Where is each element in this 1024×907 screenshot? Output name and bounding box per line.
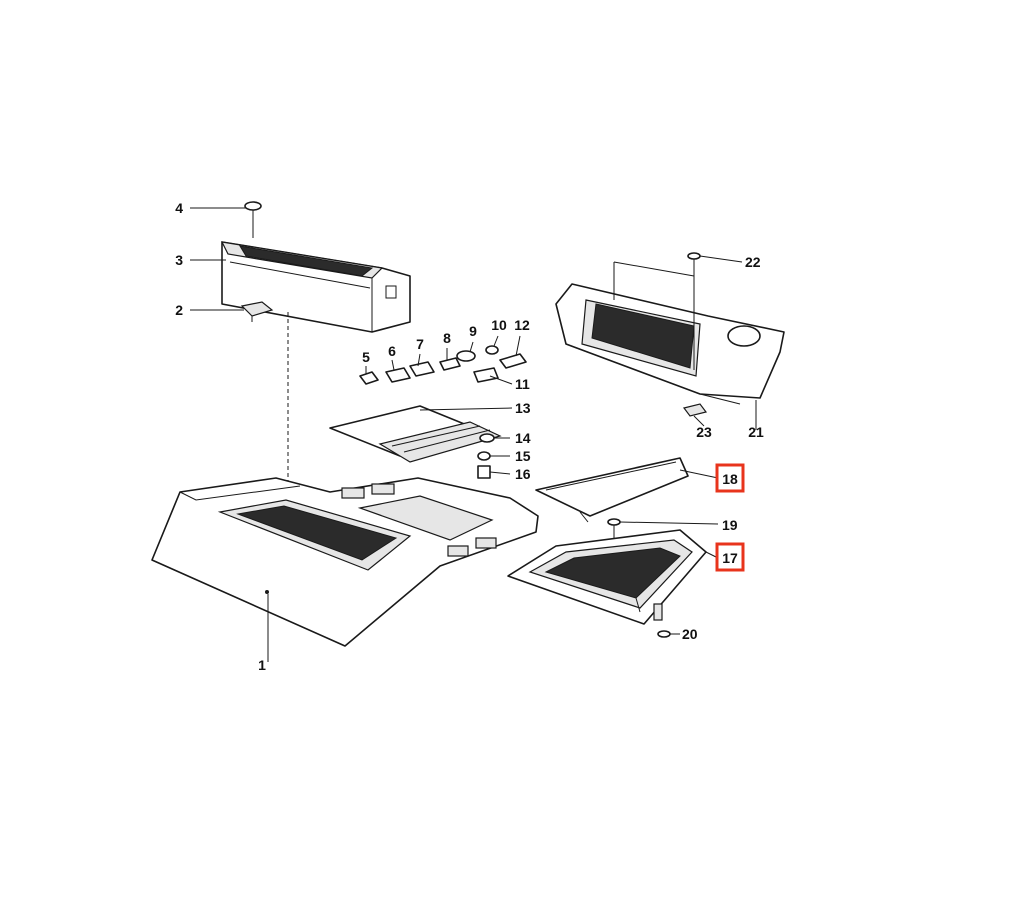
callout-22[interactable]: 22 xyxy=(745,254,761,270)
callout-12[interactable]: 12 xyxy=(514,317,530,333)
part-23-clip xyxy=(682,403,708,417)
callout-13[interactable]: 13 xyxy=(515,400,531,416)
leader-lines xyxy=(190,207,757,662)
callout-7[interactable]: 7 xyxy=(416,336,424,352)
callout-16[interactable]: 16 xyxy=(515,466,531,482)
part-3-tray xyxy=(220,241,411,333)
part-17-shift-bezel xyxy=(507,529,707,625)
callout-18[interactable]: 18 xyxy=(722,471,738,487)
callout-2[interactable]: 2 xyxy=(175,302,183,318)
callout-10[interactable]: 10 xyxy=(491,317,507,333)
callout-23[interactable]: 23 xyxy=(696,424,712,440)
callout-17[interactable]: 17 xyxy=(722,550,738,566)
part-21-rear-console xyxy=(555,261,785,405)
callout-9[interactable]: 9 xyxy=(469,323,477,339)
part-2-clip xyxy=(240,301,274,322)
callout-4[interactable]: 4 xyxy=(175,200,183,216)
callout-1[interactable]: 1 xyxy=(258,657,266,673)
callout-8[interactable]: 8 xyxy=(443,330,451,346)
part-19-screw xyxy=(607,518,621,540)
part-18-cover-plate xyxy=(535,457,689,523)
part-1-console-housing xyxy=(151,477,539,647)
callout-14[interactable]: 14 xyxy=(515,430,531,446)
callout-15[interactable]: 15 xyxy=(515,448,531,464)
callout-5[interactable]: 5 xyxy=(362,349,370,365)
part-20-screw xyxy=(657,630,671,638)
highlight-box-18 xyxy=(715,463,745,493)
callout-6[interactable]: 6 xyxy=(388,343,396,359)
callout-20[interactable]: 20 xyxy=(682,626,698,642)
callout-21[interactable]: 21 xyxy=(748,424,764,440)
small-parts-5-12 xyxy=(359,345,527,385)
callout-3[interactable]: 3 xyxy=(175,252,183,268)
callout-19[interactable]: 19 xyxy=(722,517,738,533)
highlight-box-17 xyxy=(715,542,745,572)
callout-11[interactable]: 11 xyxy=(515,376,530,392)
part-13-cover-plate xyxy=(329,405,502,463)
part-4-screw xyxy=(244,201,262,238)
